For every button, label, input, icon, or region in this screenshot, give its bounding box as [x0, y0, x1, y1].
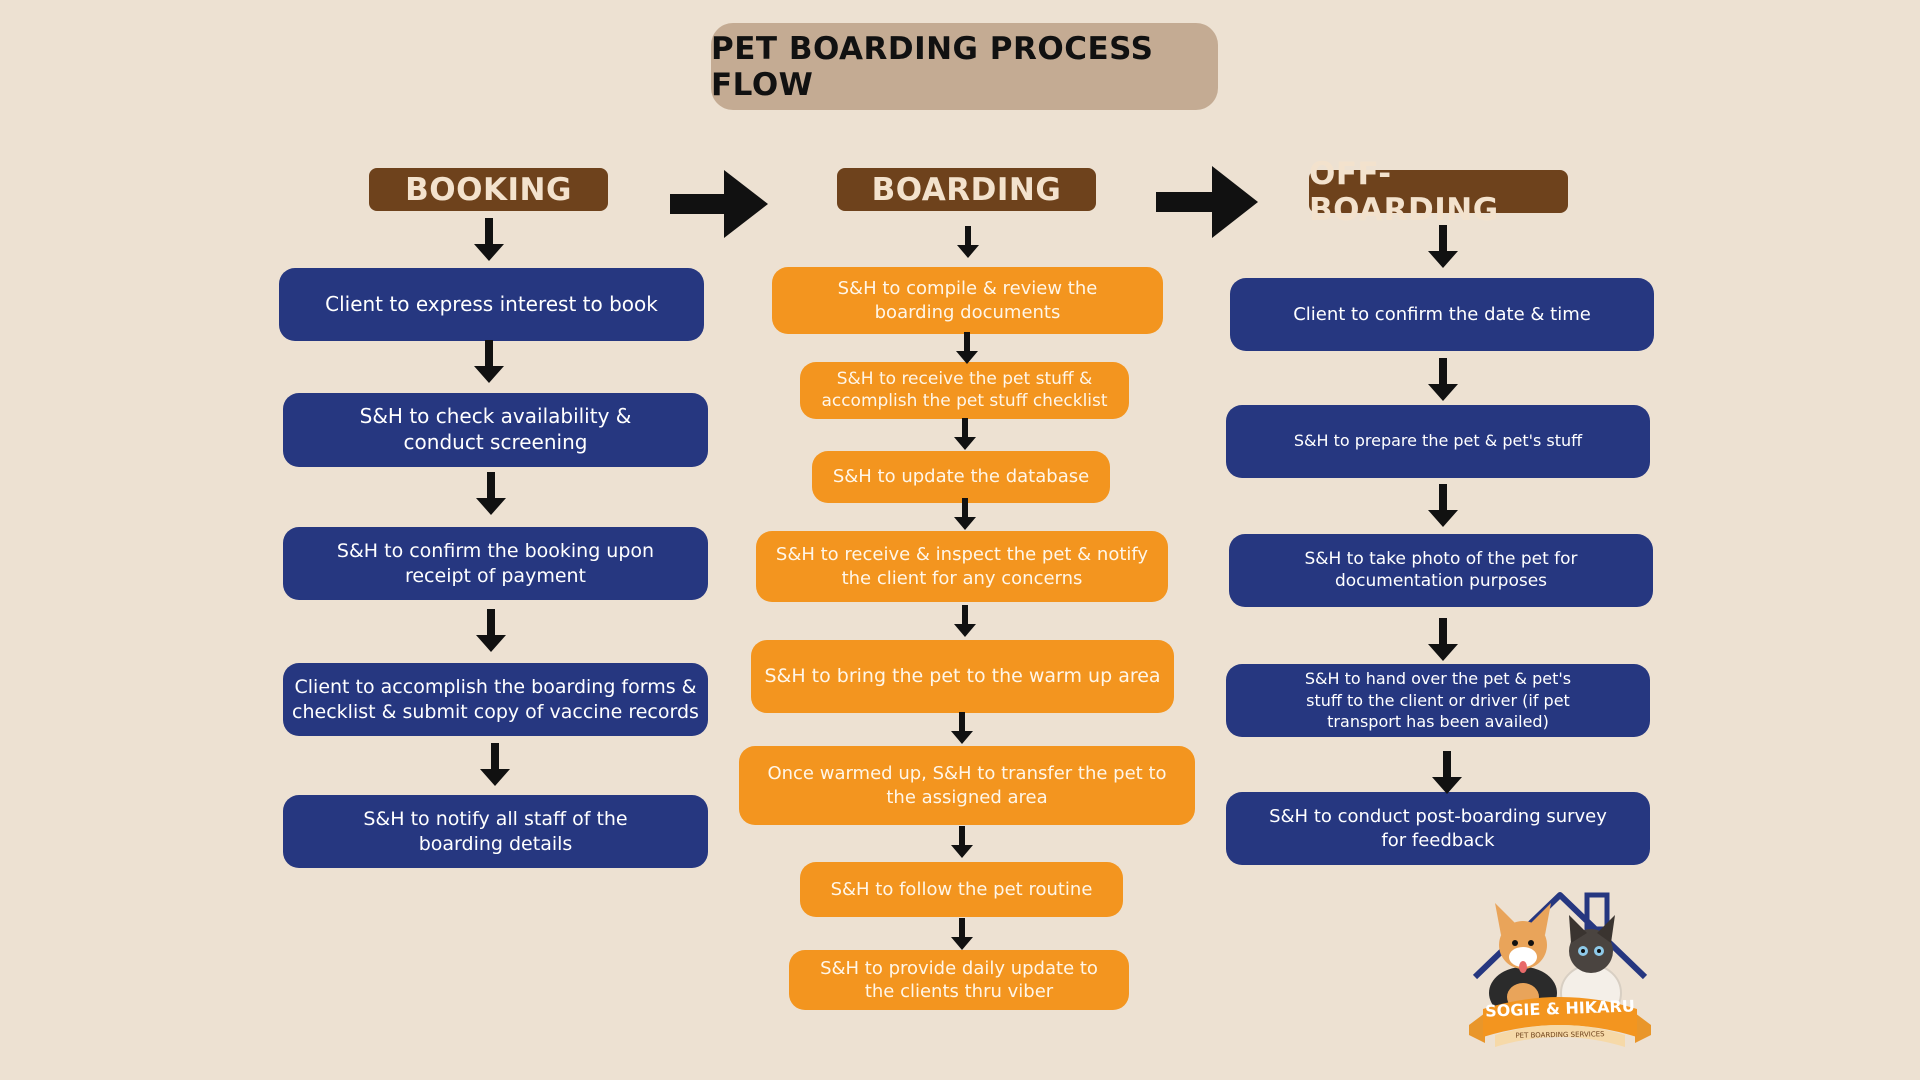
- sogie-hikaru-logo-icon: SOGIE & HIKARU PET BOARDING SERVICES: [1465, 885, 1655, 1055]
- off-boarding-step-2: S&H to prepare the pet & pet's stuff: [1226, 405, 1650, 478]
- booking-step-5: S&H to notify all staff of the boarding …: [283, 795, 708, 868]
- off-boarding-step-3: S&H to take photo of the pet for documen…: [1229, 534, 1653, 607]
- down-arrow-icon: [957, 226, 979, 258]
- boarding-step-2: S&H to receive the pet stuff & accomplis…: [800, 362, 1129, 419]
- down-arrow-icon: [474, 218, 504, 261]
- phase-arrow-icon: [670, 170, 768, 238]
- booking-step-1: Client to express interest to book: [279, 268, 704, 341]
- phase-arrow-icon: [1156, 166, 1258, 238]
- down-arrow-icon: [1428, 618, 1458, 661]
- booking-step-3: S&H to confirm the booking upon receipt …: [283, 527, 708, 600]
- down-arrow-icon: [954, 418, 976, 450]
- phase-header-off-boarding: OFF-BOARDING: [1309, 156, 1568, 228]
- down-arrow-icon: [476, 609, 506, 652]
- down-arrow-icon: [951, 918, 973, 950]
- off-boarding-step-4: S&H to hand over the pet & pet's stuff t…: [1226, 664, 1650, 737]
- boarding-step-6: Once warmed up, S&H to transfer the pet …: [739, 746, 1195, 825]
- down-arrow-icon: [476, 472, 506, 515]
- boarding-step-3: S&H to update the database: [812, 451, 1110, 503]
- booking-step-2: S&H to check availability & conduct scre…: [283, 393, 708, 467]
- page-title: PET BOARDING PROCESS FLOW: [711, 23, 1218, 110]
- boarding-step-1: S&H to compile & review the boarding doc…: [772, 267, 1163, 334]
- boarding-step-8: S&H to provide daily update to the clien…: [789, 950, 1129, 1010]
- off-boarding-step-1: Client to confirm the date & time: [1230, 278, 1654, 351]
- boarding-step-5: S&H to bring the pet to the warm up area: [751, 640, 1174, 713]
- down-arrow-icon: [480, 743, 510, 786]
- down-arrow-icon: [1428, 358, 1458, 401]
- phase-header-boarding: BOARDING: [837, 168, 1096, 211]
- booking-step-4: Client to accomplish the boarding forms …: [283, 663, 708, 736]
- down-arrow-icon: [1428, 225, 1458, 268]
- boarding-step-4: S&H to receive & inspect the pet & notif…: [756, 531, 1168, 602]
- down-arrow-icon: [956, 332, 978, 364]
- down-arrow-icon: [951, 712, 973, 744]
- down-arrow-icon: [954, 605, 976, 637]
- down-arrow-icon: [1432, 751, 1462, 794]
- down-arrow-icon: [1428, 484, 1458, 527]
- down-arrow-icon: [951, 826, 973, 858]
- boarding-step-7: S&H to follow the pet routine: [800, 862, 1123, 917]
- phase-header-booking: BOOKING: [369, 168, 608, 211]
- off-boarding-step-5: S&H to conduct post-boarding survey for …: [1226, 792, 1650, 865]
- down-arrow-icon: [474, 340, 504, 383]
- down-arrow-icon: [954, 498, 976, 530]
